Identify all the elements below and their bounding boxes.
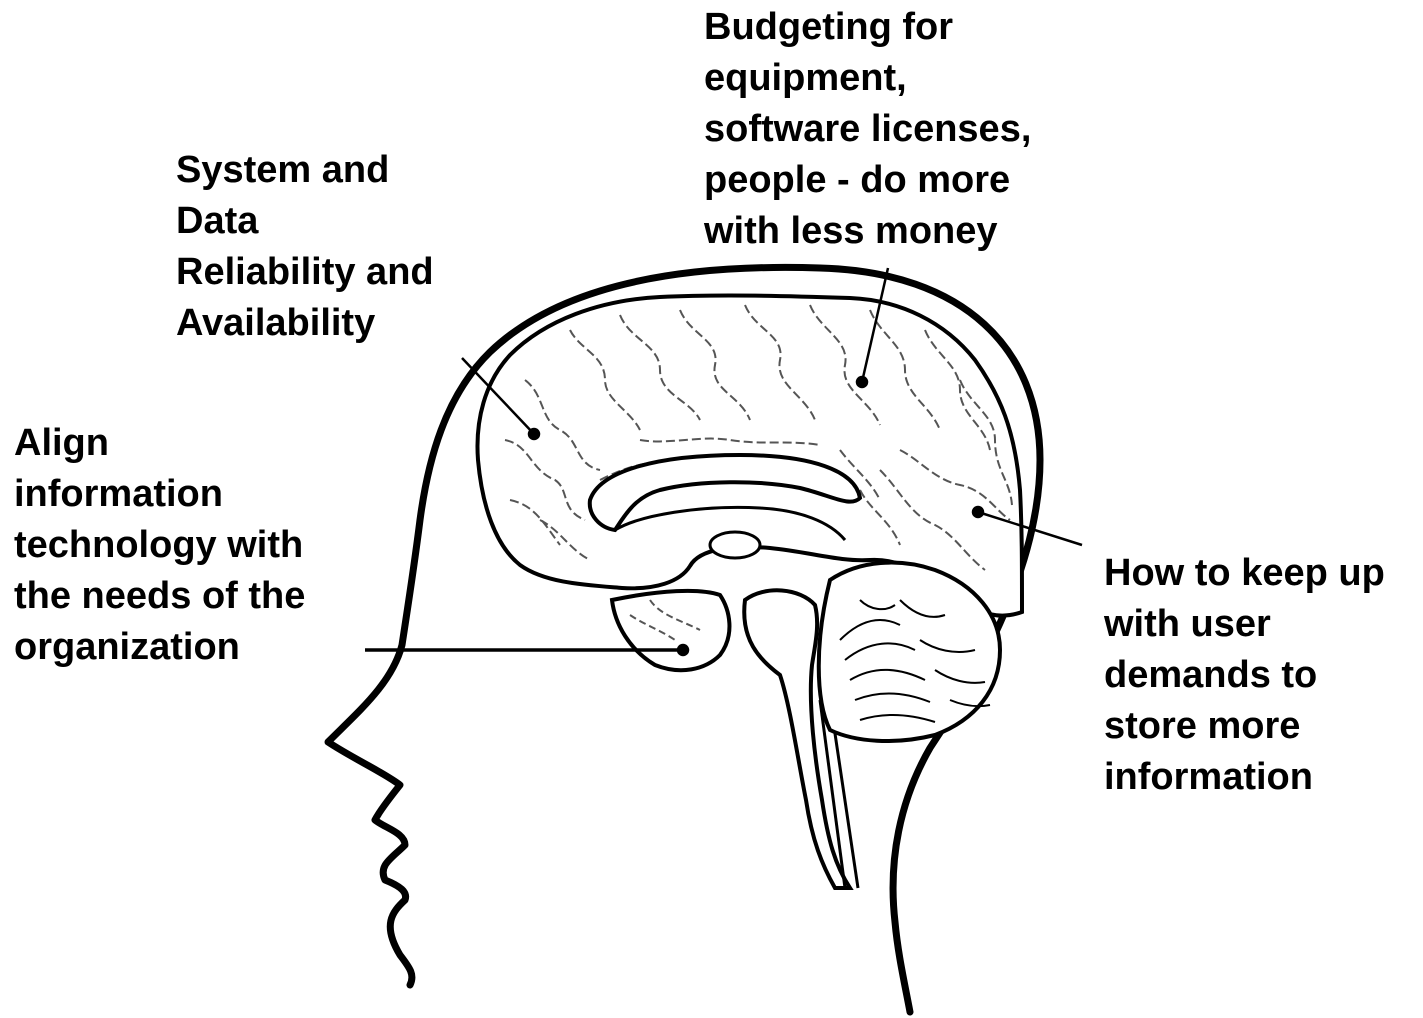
label-line: with user (1104, 603, 1271, 645)
pointer-demands (977, 510, 1083, 547)
pointer-lines (365, 267, 1083, 657)
label-line: equipment, (704, 57, 907, 99)
label-line: the needs of the (14, 575, 306, 617)
pointer-reliability (461, 357, 535, 435)
label-line: with less money (704, 210, 998, 252)
brain-fold-lines (504, 304, 1013, 571)
label-line: Budgeting for (704, 6, 954, 48)
label-line: How to keep up (1104, 552, 1385, 594)
pointer-demands-dot (971, 505, 985, 519)
label-line: software licenses, (704, 108, 1032, 150)
fornix (614, 506, 847, 541)
pointer-budget (860, 267, 890, 383)
label-line: demands to (1104, 654, 1318, 696)
label-line: store more (1104, 705, 1301, 747)
label-line: Data (176, 200, 259, 242)
brain-cross-section-icon (475, 293, 1025, 890)
pointer-align-dot (676, 643, 690, 657)
thalamus (708, 530, 762, 560)
label-user-demands: How to keep up with user demands to stor… (1104, 548, 1385, 803)
cerebellum-folia (839, 599, 991, 723)
label-line: information (1104, 756, 1313, 798)
label-align-it: Align information technology with the ne… (14, 418, 305, 673)
corpus-callosum (587, 452, 863, 533)
label-line: people - do more (704, 159, 1011, 201)
label-line: organization (14, 626, 240, 668)
pointer-reliability-dot (527, 427, 541, 441)
label-line: Align (14, 422, 109, 464)
brainstem (742, 588, 854, 890)
label-reliability: System and Data Reliability and Availabi… (176, 145, 434, 349)
label-line: Reliability and (176, 251, 434, 293)
label-budgeting: Budgeting for equipment, software licens… (704, 2, 1031, 257)
label-line: Availability (176, 302, 376, 344)
pointer-budget-dot (855, 375, 869, 389)
label-line: System and (176, 149, 390, 191)
label-line: information (14, 473, 223, 515)
label-line: technology with (14, 524, 304, 566)
temporal-lobe (609, 588, 732, 673)
